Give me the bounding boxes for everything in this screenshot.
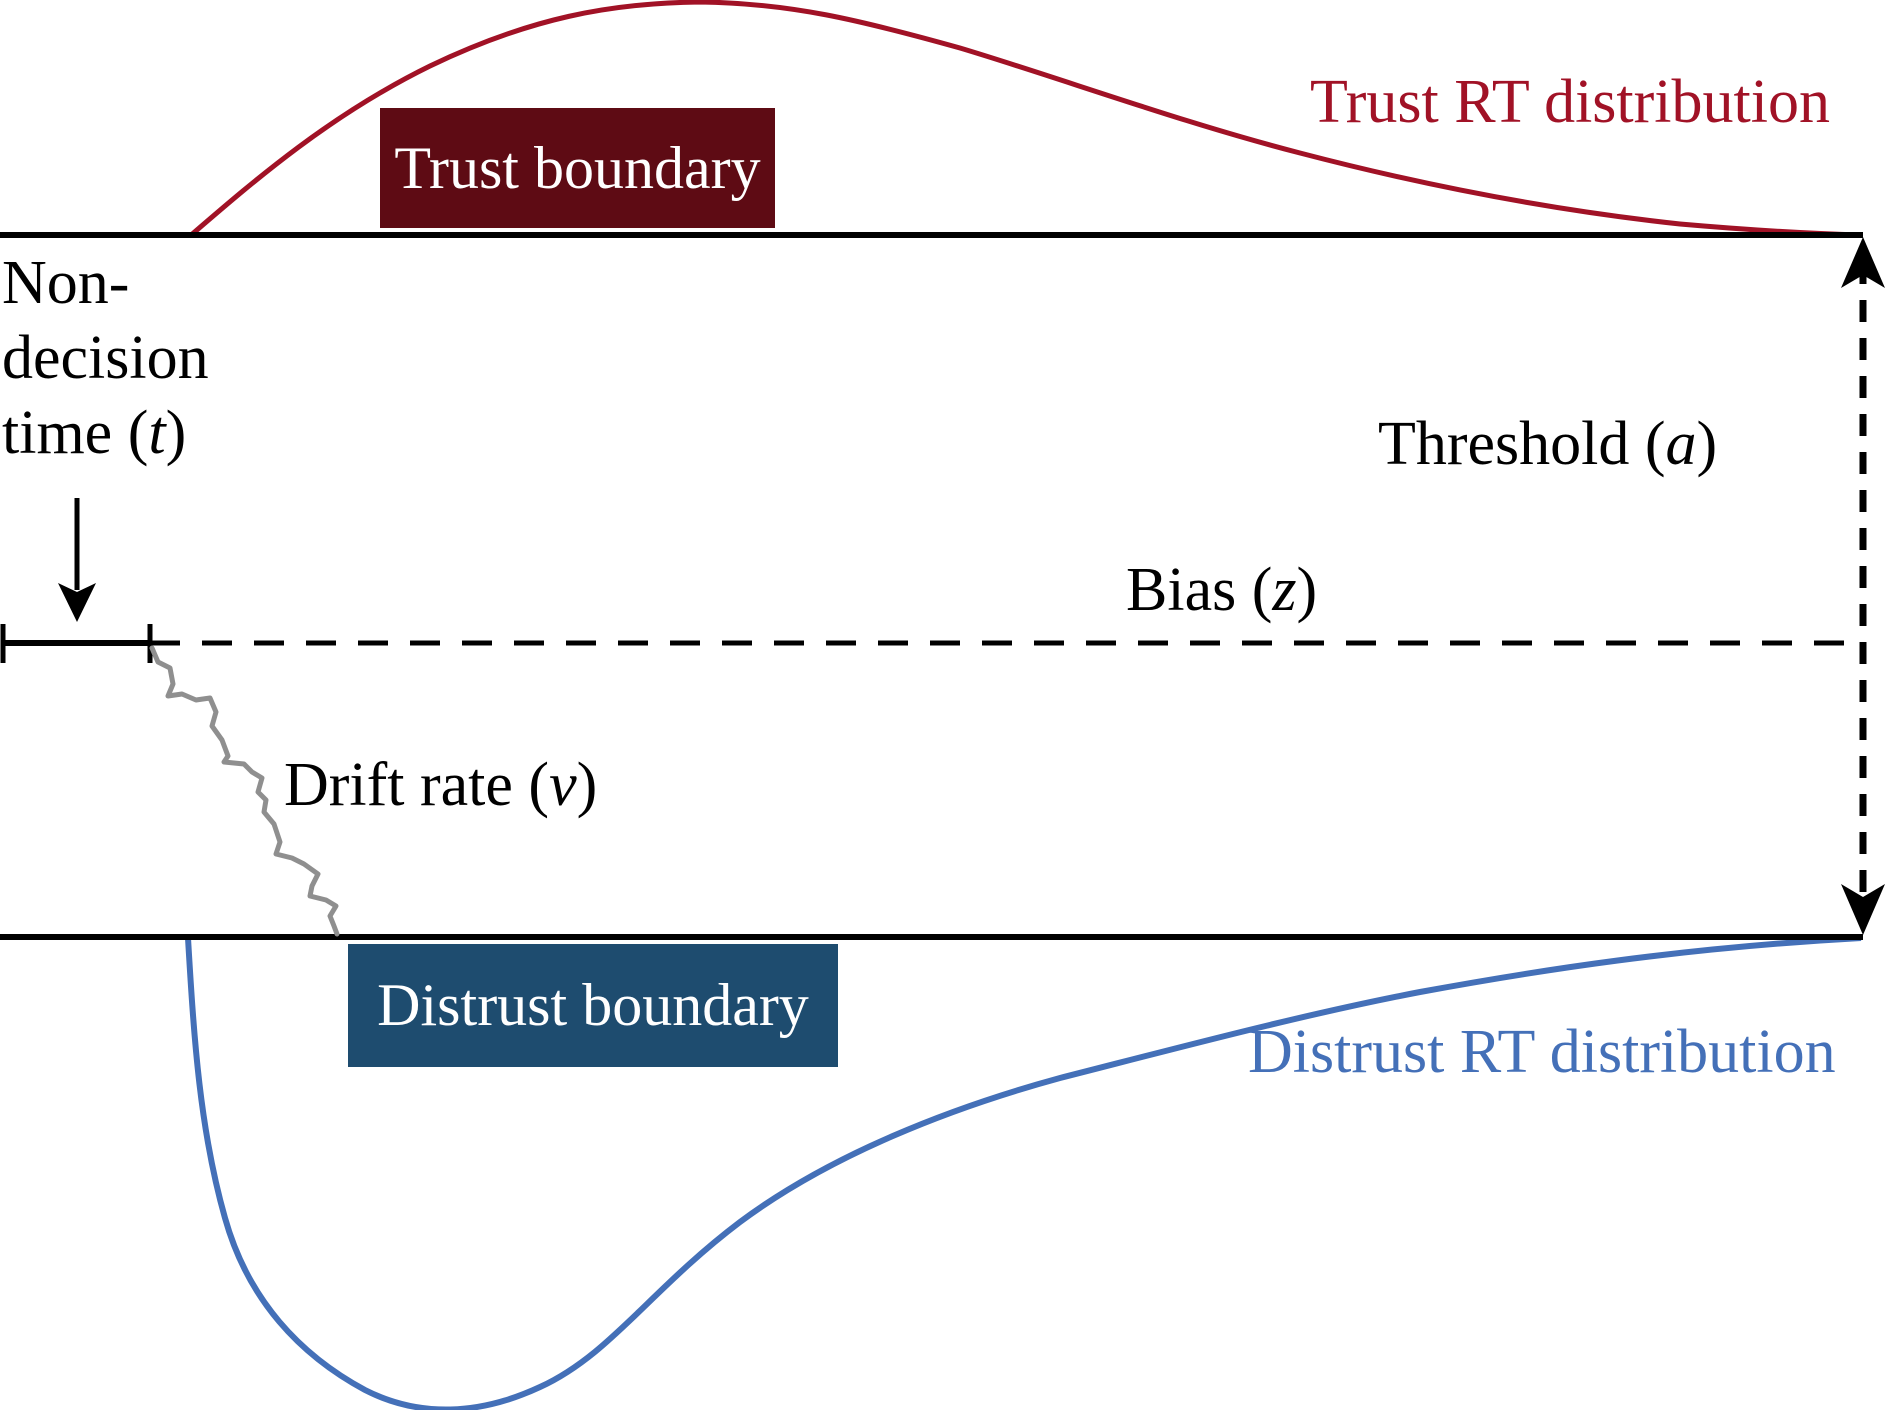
non-decision-line1: Non- <box>2 249 130 317</box>
nondecision-arrowhead-icon <box>58 583 96 622</box>
non-decision-line2: decision <box>2 324 209 392</box>
trust-boundary-label: Trust boundary <box>394 134 761 201</box>
trust-rt-distribution-label: Trust RT distribution <box>1310 68 1830 136</box>
trust-boundary-badge: Trust boundary <box>380 108 775 228</box>
non-decision-time-label: Non- decision time (t) <box>2 246 209 471</box>
threshold-arrowhead-up-icon <box>1841 237 1885 288</box>
threshold-label: Threshold (a) <box>1378 410 1718 478</box>
distrust-rt-curve <box>185 935 1862 1410</box>
trust-rt-curve <box>188 0 1862 238</box>
distrust-boundary-badge: Distrust boundary <box>348 944 838 1067</box>
evidence-noise-path <box>149 645 340 937</box>
threshold-arrowhead-down-icon <box>1841 884 1885 935</box>
distrust-boundary-label: Distrust boundary <box>377 972 809 1038</box>
bias-label: Bias (z) <box>1126 556 1318 624</box>
drift-rate-label: Drift rate (v) <box>284 751 598 819</box>
non-decision-line3: time (t) <box>2 399 187 467</box>
distrust-rt-distribution-label: Distrust RT distribution <box>1248 1018 1836 1086</box>
